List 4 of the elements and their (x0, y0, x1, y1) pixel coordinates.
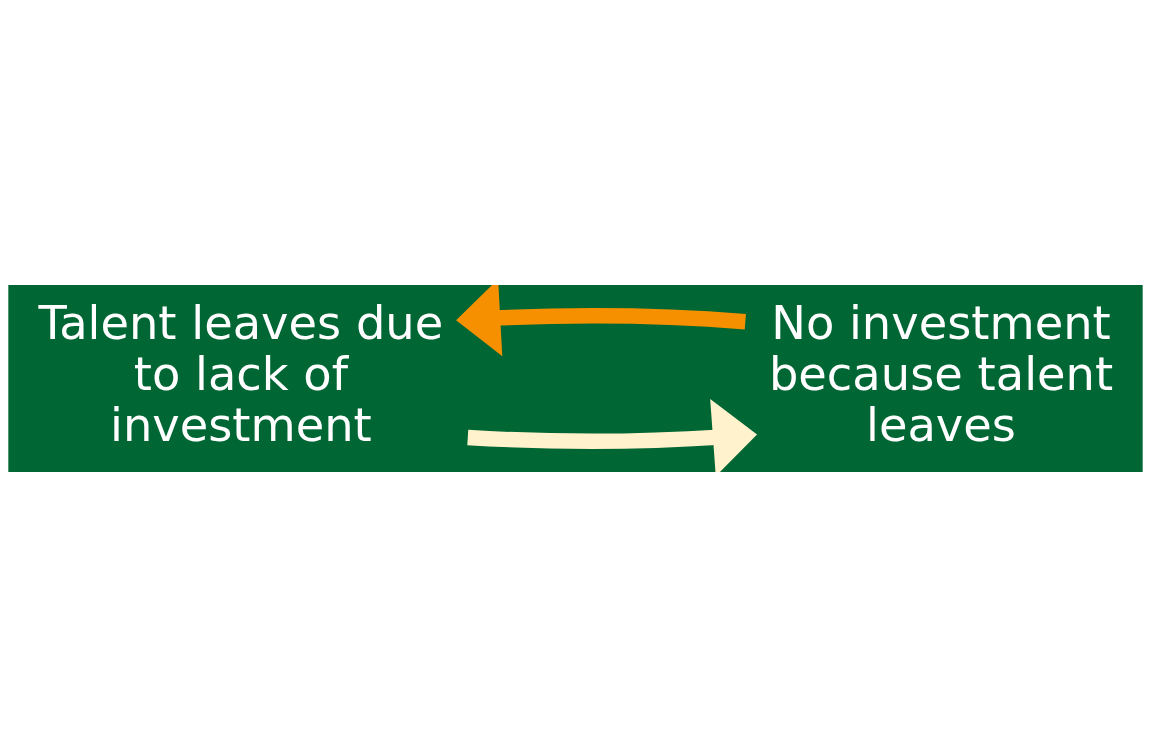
node-text: No investment because talent leaves (768, 295, 1114, 452)
arrow (456, 284, 746, 356)
arrow (467, 398, 758, 472)
node-text: Talent leaves due to lack of investment (38, 295, 444, 452)
